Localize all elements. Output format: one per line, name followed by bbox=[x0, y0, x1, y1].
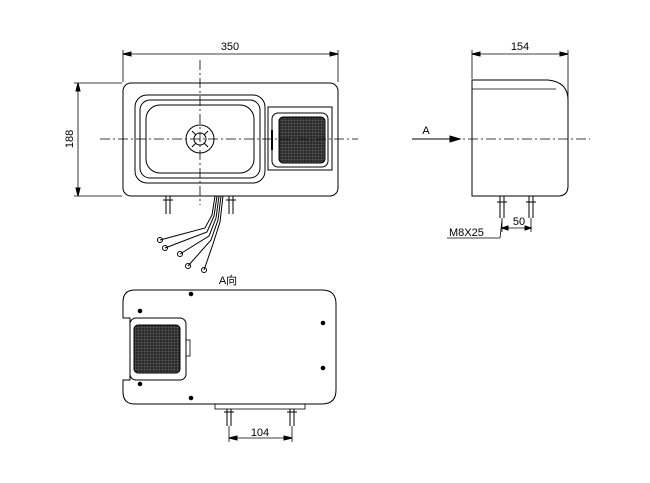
depth-dimension-label: 154 bbox=[511, 41, 529, 53]
width-dimension-label: 350 bbox=[221, 41, 239, 53]
side-stud-spacing-label: 50 bbox=[513, 216, 525, 228]
bottom-view bbox=[122, 289, 337, 442]
connector-terminal bbox=[157, 237, 163, 243]
view-arrow-label: A bbox=[422, 125, 430, 137]
indicator-housing bbox=[267, 106, 333, 171]
wire-1 bbox=[159, 195, 216, 241]
side-housing-outline bbox=[471, 79, 569, 197]
side-view bbox=[412, 50, 590, 239]
indicator-lens bbox=[278, 116, 326, 164]
bottom-housing-outline bbox=[122, 289, 337, 405]
bottom-indicator-lens bbox=[133, 324, 181, 374]
front-housing-outline bbox=[122, 82, 339, 197]
bottom-view-label: A向 bbox=[219, 273, 237, 287]
front-view bbox=[74, 50, 358, 273]
bottom-stud-spacing-label: 104 bbox=[251, 427, 269, 439]
height-dimension-label: 188 bbox=[64, 130, 76, 148]
bolt-spec-label: M8X25 bbox=[449, 227, 484, 239]
